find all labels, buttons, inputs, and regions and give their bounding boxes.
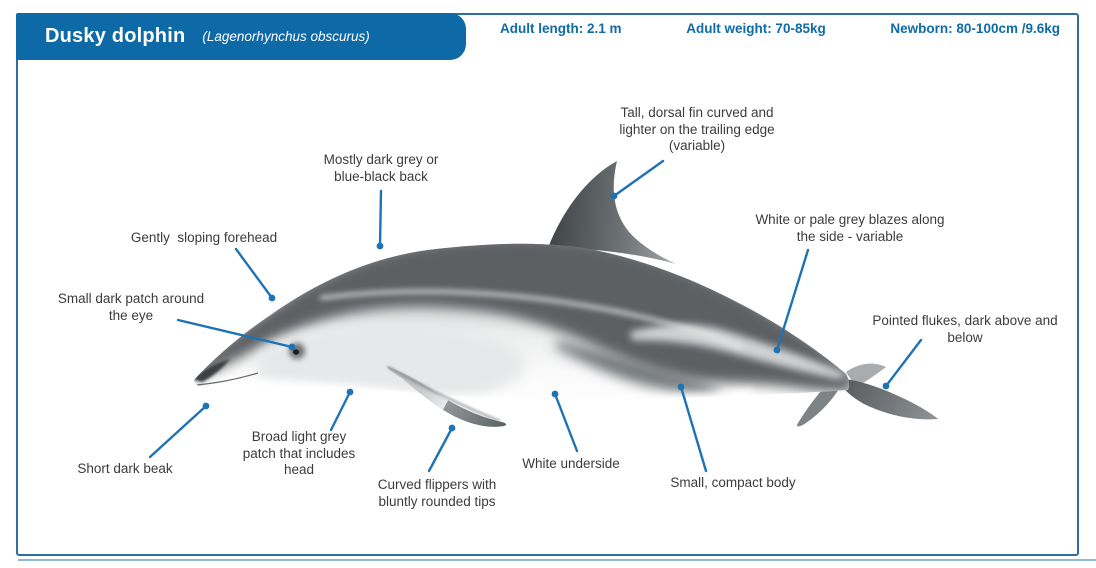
annotation-flippers: Curved flippers with bluntly rounded tip… xyxy=(377,477,497,509)
stat-adult-weight: Adult weight: 70-85kg xyxy=(686,20,826,36)
fluke-near-shape xyxy=(797,383,842,427)
leader-head-patch xyxy=(329,388,354,432)
page-title: Dusky dolphin xyxy=(45,25,186,47)
leader-back xyxy=(376,189,384,250)
annotation-flukes: Pointed flukes, dark above and below xyxy=(872,313,1058,345)
leader-flukes xyxy=(882,338,923,390)
stat-newborn: Newborn: 80-100cm /9.6kg xyxy=(890,20,1060,36)
leader-beak xyxy=(148,402,210,459)
page-subtitle: (Lagenorhynchus obscurus) xyxy=(202,29,370,44)
annotation-beak: Short dark beak xyxy=(77,461,173,476)
leader-eye-patch xyxy=(176,318,296,351)
dorsal-fin-shape xyxy=(548,161,676,264)
annotation-eye-patch: Small dark patch around the eye xyxy=(57,291,205,323)
annotation-back: Mostly dark grey or blue-black back xyxy=(323,152,439,184)
leader-body xyxy=(677,383,708,473)
leader-flippers xyxy=(427,424,456,473)
bottom-accent-line xyxy=(18,559,1096,561)
leader-forehead xyxy=(234,247,276,302)
annotation-underside: White underside xyxy=(522,456,620,471)
annotation-forehead: Gently sloping forehead xyxy=(130,230,278,245)
fluke-lower-shape xyxy=(838,378,938,420)
flipper-edge-shade xyxy=(387,366,501,422)
leader-dorsal-fin xyxy=(610,159,665,200)
title-bar: Dusky dolphin (Lagenorhynchus obscurus) xyxy=(16,13,466,60)
leader-side-blazes xyxy=(773,248,810,354)
annotation-body: Small, compact body xyxy=(670,475,796,490)
stats-row: Adult length: 2.1 m Adult weight: 70-85k… xyxy=(500,19,1060,37)
annotation-side-blazes: White or pale grey blazes along the side… xyxy=(755,212,945,244)
stat-adult-length: Adult length: 2.1 m xyxy=(500,20,622,36)
annotation-dorsal-fin: Tall, dorsal fin curved and lighter on t… xyxy=(619,105,775,153)
leader-underside xyxy=(551,390,579,453)
annotation-head-patch: Broad light grey patch that includes hea… xyxy=(242,429,356,477)
